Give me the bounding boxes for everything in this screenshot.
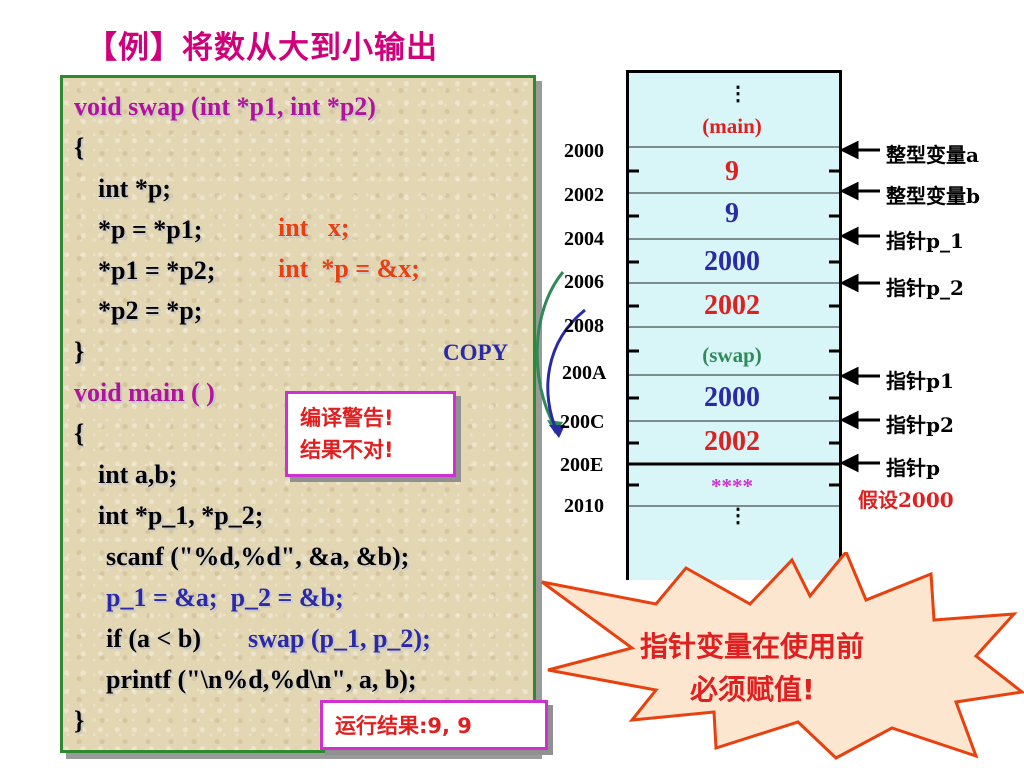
ellipsis-top: ⋮ (728, 83, 748, 105)
code-line: scanf ("%d,%d", &a, &b); (106, 542, 410, 571)
address-label: 2008 (564, 315, 604, 337)
warning-box: 编译警告! 结果不对! (285, 391, 456, 477)
fix-line-1: int x; (278, 213, 350, 242)
address-label: 2006 (564, 271, 604, 293)
code-line: if (a < b) (106, 624, 201, 653)
memory-value-p2: 2002 (704, 426, 760, 457)
copy-arrows (535, 271, 586, 438)
main-frame-label: (main) (702, 114, 762, 138)
variable-label: 整型变量a (886, 143, 979, 167)
page-title: 【例】将数从大到小输出 (86, 30, 438, 66)
memory-value-a: 9 (725, 156, 739, 187)
fix-line-2: int *p = &x; (278, 254, 420, 283)
memory-value-p: **** (711, 474, 753, 498)
memory-value-p_2: 2002 (704, 290, 760, 321)
address-label: 2004 (564, 228, 604, 250)
callout-line-2: 必须赋值! (690, 673, 815, 706)
code-line: int a,b; (98, 460, 178, 489)
code-line: printf ("\n%d,%d\n", a, b); (106, 665, 417, 694)
result-box: 运行结果:9, 9 (320, 700, 548, 750)
callout-starburst (541, 552, 1024, 760)
code-line: *p = *p1; (98, 215, 203, 244)
copy-label: COPY (443, 340, 509, 365)
swap-frame-label: (swap) (702, 343, 762, 367)
warning-line: 编译警告! (300, 406, 394, 430)
code-line: *p1 = *p2; (98, 256, 216, 285)
address-label: 200A (562, 362, 607, 384)
address-label: 2002 (564, 184, 604, 206)
variable-label: 指针p_2 (886, 276, 964, 300)
code-line-main-signature: void main ( ) (74, 378, 215, 407)
code-line: { (74, 419, 85, 448)
variable-label: 指针p2 (886, 413, 954, 437)
variable-label: 指针p1 (886, 369, 954, 393)
ellipsis-bottom: ⋮ (728, 505, 748, 527)
code-line: p_1 = &a; p_2 = &b; (106, 583, 344, 612)
memory-value-p1: 2000 (704, 382, 760, 413)
code-line-swap-call: swap (p_1, p_2); (248, 624, 431, 653)
assume-note: 假设2000 (858, 488, 954, 512)
variable-label: 整型变量b (886, 184, 980, 208)
code-line: } (74, 706, 85, 735)
address-label: 2000 (564, 140, 604, 162)
callout-line-1: 指针变量在使用前 (640, 630, 865, 663)
address-label: 2010 (564, 495, 604, 517)
memory-value-b: 9 (725, 198, 739, 229)
code-line: } (74, 337, 85, 366)
address-label: 200C (560, 411, 605, 433)
code-line: int *p; (98, 174, 171, 203)
code-line: { (74, 133, 85, 162)
code-line: int *p_1, *p_2; (98, 501, 264, 530)
result-text: 运行结果:9, 9 (335, 714, 472, 738)
memory-value-p_1: 2000 (704, 246, 760, 277)
code-line-swap-signature: void swap (int *p1, int *p2) (74, 92, 376, 121)
variable-label: 指针p_1 (886, 229, 964, 253)
code-line: *p2 = *p; (98, 296, 203, 325)
warning-line: 结果不对! (300, 438, 394, 462)
variable-label: 指针p (886, 456, 940, 480)
memory-stack (626, 70, 842, 580)
address-label: 200E (560, 454, 604, 476)
